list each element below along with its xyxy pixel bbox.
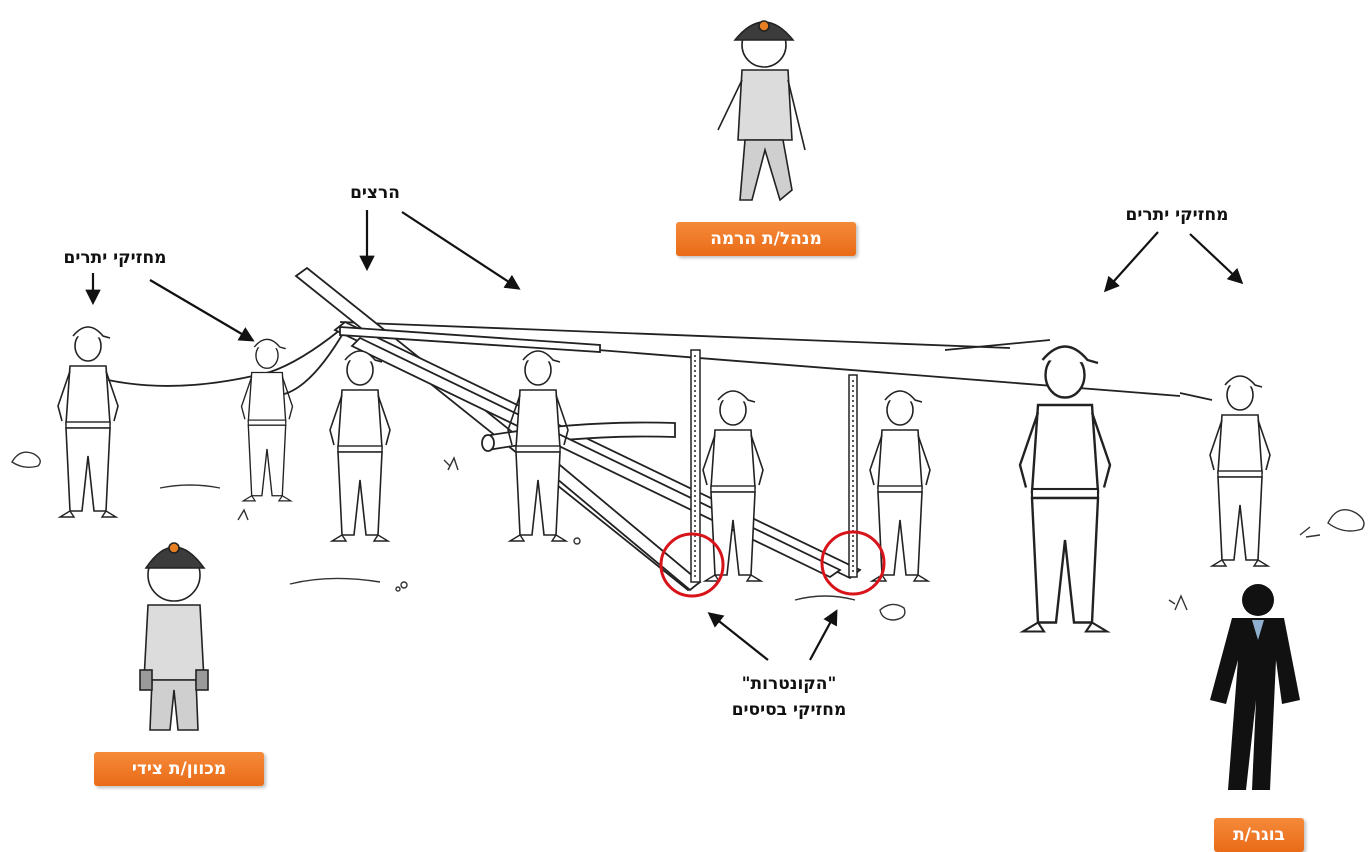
rope-holders-left-label: מחזיקי יתרים bbox=[50, 248, 180, 268]
counters-label-line1: "הקונטרות" bbox=[724, 674, 854, 694]
adult-badge: בוגר/ת bbox=[1214, 818, 1304, 852]
runners-label: הרצים bbox=[345, 183, 405, 203]
lift-manager-badge: מנהל/ת הרמה bbox=[676, 222, 856, 256]
counters-label-line2: מחזיקי בסיסים bbox=[724, 700, 854, 720]
lift-manager-character bbox=[718, 21, 805, 200]
equipment-guide-character bbox=[140, 543, 208, 730]
rope-holders-right-label: מחזיקי יתרים bbox=[1112, 205, 1242, 225]
adult-silhouette bbox=[1210, 584, 1300, 790]
equipment-guide-badge: מכוון/ת צידי bbox=[94, 752, 264, 786]
